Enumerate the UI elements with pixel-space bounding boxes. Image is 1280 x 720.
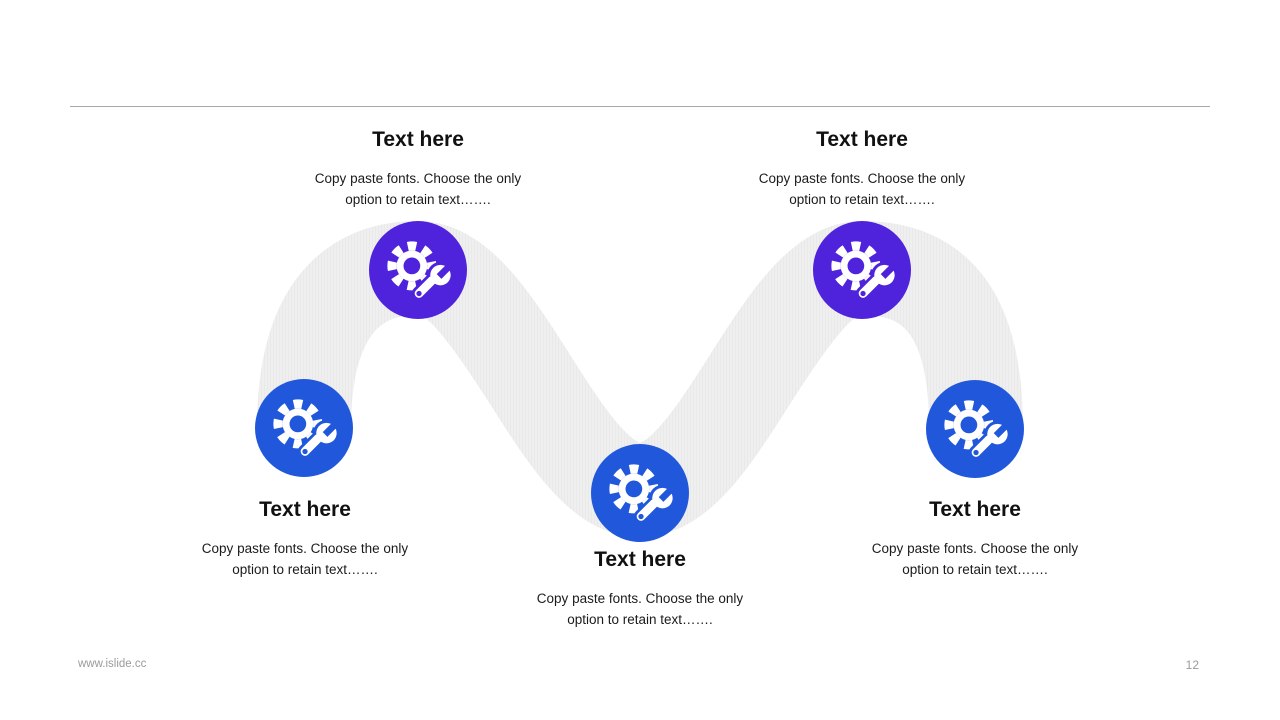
step-title: Text here <box>259 498 351 521</box>
step-node-top-right <box>813 221 911 319</box>
step-text-block-bottom-right: Text here Copy paste fonts. Choose the o… <box>835 496 1115 580</box>
gear-wrench-icon <box>369 221 467 319</box>
top-divider <box>70 106 1210 107</box>
gear-wrench-icon <box>926 380 1024 478</box>
step-text-block-bottom-middle: Text here Copy paste fonts. Choose the o… <box>500 546 780 630</box>
step-node-bottom-left <box>255 379 353 477</box>
gear-wrench-icon <box>255 379 353 477</box>
step-title: Text here <box>372 128 464 151</box>
step-title: Text here <box>816 128 908 151</box>
step-node-bottom-right <box>926 380 1024 478</box>
step-text-block-top-right: Text here Copy paste fonts. Choose the o… <box>722 126 1002 210</box>
step-text-block-bottom-left: Text here Copy paste fonts. Choose the o… <box>165 496 445 580</box>
step-text-block-top-left: Text here Copy paste fonts. Choose the o… <box>278 126 558 210</box>
step-node-bottom-middle <box>591 444 689 542</box>
page-number: 12 <box>1185 658 1199 672</box>
step-title: Text here <box>594 548 686 571</box>
step-node-top-left <box>369 221 467 319</box>
gear-wrench-icon <box>591 444 689 542</box>
step-title: Text here <box>929 498 1021 521</box>
footer-website: www.islide.cc <box>78 658 147 670</box>
gear-wrench-icon <box>813 221 911 319</box>
